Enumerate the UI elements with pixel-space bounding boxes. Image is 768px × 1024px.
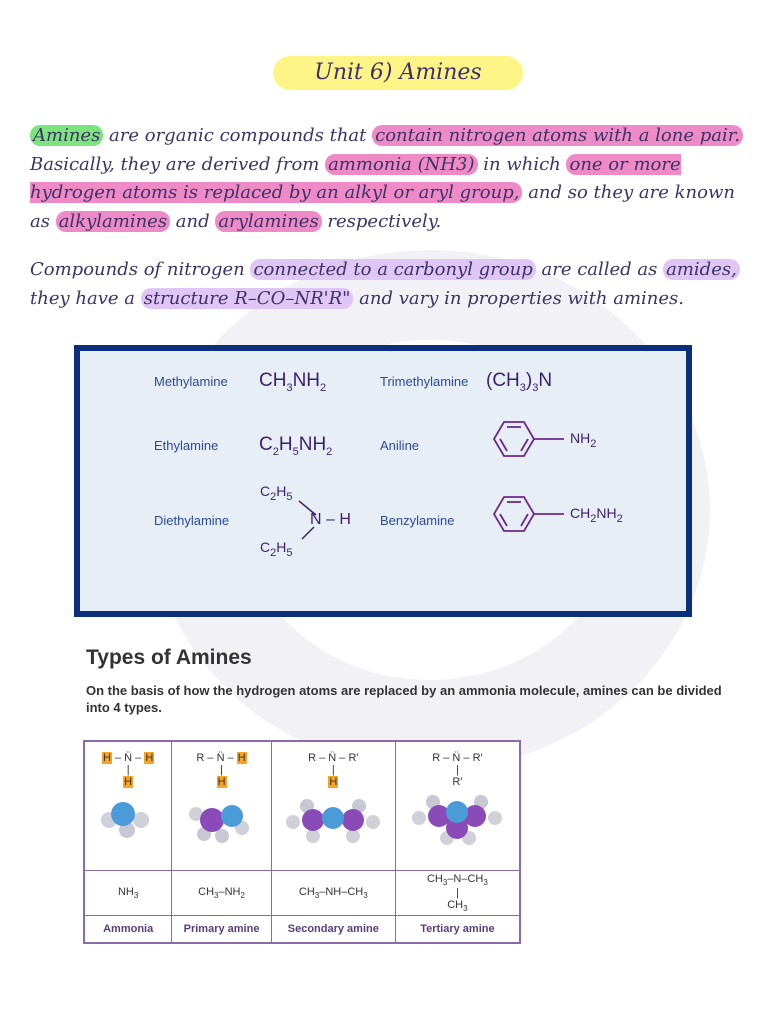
- ethylamine-label: Ethylamine: [154, 438, 219, 453]
- diethylamine-label: Diethylamine: [154, 513, 230, 528]
- type-ammonia: Ammonia: [83, 915, 173, 944]
- primary-formula: CH3–NH2: [171, 870, 272, 916]
- primary-structure: R – N̈ – H|H: [196, 752, 247, 788]
- highlight-carbonyl: connected to a carbonyl group: [250, 259, 536, 280]
- secondary-formula: CH3–NH–CH3: [270, 870, 396, 916]
- trimethylamine-formula: (CH3)3N: [486, 370, 553, 394]
- type-secondary: Secondary amine: [270, 915, 396, 944]
- methylamine-label: Methylamine: [154, 374, 228, 389]
- ammonia-molecule-model: [101, 802, 150, 838]
- structure-row: H – N̈ – H|H R – N̈ – H|H R – N̈ – R′|H …: [83, 740, 521, 871]
- amides-paragraph: Compounds of nitrogen connected to a car…: [30, 256, 750, 313]
- tertiary-molecule-model: [412, 795, 503, 845]
- page-title: Unit 6) Amines: [273, 56, 523, 90]
- aniline-nh2: NH2: [570, 430, 597, 450]
- ethylamine-formula: C2H5NH2: [259, 434, 333, 458]
- type-primary: Primary amine: [171, 915, 272, 944]
- amine-types-table: H – N̈ – H|H R – N̈ – H|H R – N̈ – R′|H …: [83, 740, 521, 944]
- type-name-row: Ammonia Primary amine Secondary amine Te…: [83, 915, 521, 944]
- secondary-structure: R – N̈ – R′|H: [308, 752, 359, 788]
- secondary-structure-cell: R – N̈ – R′|H: [270, 740, 396, 871]
- ammonia-structure: H – N̈ – H|H: [102, 752, 155, 788]
- benzylamine-ch2nh2: CH2NH2: [570, 505, 623, 525]
- highlight-alkylamines: alkylamines: [55, 210, 171, 232]
- trimethylamine-label: Trimethylamine: [380, 374, 469, 389]
- aniline-benzene-ring: [492, 421, 564, 457]
- highlight-lone-pair: contain nitrogen atoms with a lone pair.: [372, 125, 744, 146]
- methylamine-formula: CH3NH2: [259, 370, 327, 394]
- highlight-structure: structure R–CO–NR'R": [140, 287, 354, 309]
- ammonia-formula: NH3: [83, 870, 173, 916]
- type-tertiary: Tertiary amine: [394, 915, 521, 944]
- ammonia-structure-cell: H – N̈ – H|H: [83, 740, 173, 871]
- highlight-arylamines: arylamines: [215, 210, 322, 232]
- diethylamine-n: N – H: [310, 511, 351, 528]
- types-heading: Types of Amines: [86, 646, 252, 669]
- intro-paragraph: Amines are organic compounds that contai…: [30, 122, 750, 236]
- highlight-amines: Amines: [30, 125, 104, 146]
- benzylamine-label: Benzylamine: [380, 513, 455, 528]
- aniline-label: Aniline: [380, 438, 420, 453]
- types-description: On the basis of how the hydrogen atoms a…: [86, 683, 722, 715]
- tertiary-structure-cell: R – N̈ – R′|R′: [394, 740, 521, 871]
- diethylamine-ethyl-top: C2H5: [260, 483, 293, 503]
- tertiary-structure: R – N̈ – R′|R′: [432, 752, 483, 788]
- primary-structure-cell: R – N̈ – H|H: [171, 740, 272, 871]
- highlight-ammonia: ammonia (NH3): [325, 153, 478, 175]
- primary-molecule-model: [188, 805, 249, 843]
- formula-row: NH3 CH3–NH2 CH3–NH–CH3 CH3–N–CH3|CH3: [83, 870, 521, 916]
- benzylamine-benzene-ring: [492, 496, 564, 532]
- amine-examples-box: Methylamine CH3NH2 Trimethylamine (CH3)3…: [74, 345, 692, 617]
- tertiary-formula: CH3–N–CH3|CH3: [394, 870, 521, 916]
- secondary-molecule-model: [286, 799, 381, 843]
- highlight-amides: amides,: [663, 259, 740, 280]
- diethylamine-ethyl-bottom: C2H5: [260, 539, 293, 559]
- structure-drawings: [298, 421, 564, 540]
